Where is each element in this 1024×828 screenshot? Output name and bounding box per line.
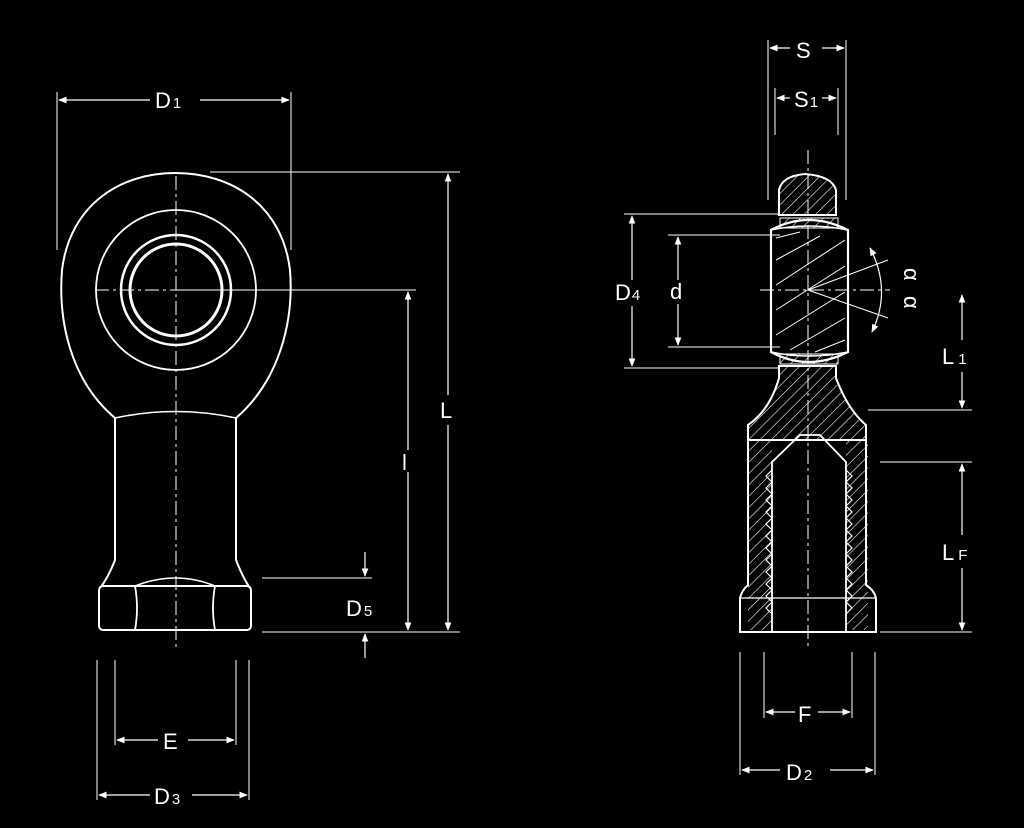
dim-label-E: E (163, 729, 178, 754)
dim-label-alpha-upper: α (899, 268, 924, 281)
dim-label-alpha-lower: α (899, 296, 924, 309)
dim-label-F: F (798, 702, 811, 727)
dim-label-L: L (440, 398, 452, 423)
rod-end-eye-outline (60, 171, 292, 419)
front-view (56, 92, 460, 800)
dim-label-S: S (796, 38, 811, 63)
dim-label-l: l (402, 450, 407, 475)
side-view (624, 40, 972, 775)
thread-bore (771, 434, 847, 632)
shank-outline (99, 418, 116, 589)
dim-label-d: d (670, 279, 682, 304)
dim-label-D4: D4 (615, 280, 640, 305)
hex-nut (98, 585, 252, 631)
dim-label-S1: S1 (794, 87, 818, 112)
eye-bottom-section (747, 365, 867, 441)
